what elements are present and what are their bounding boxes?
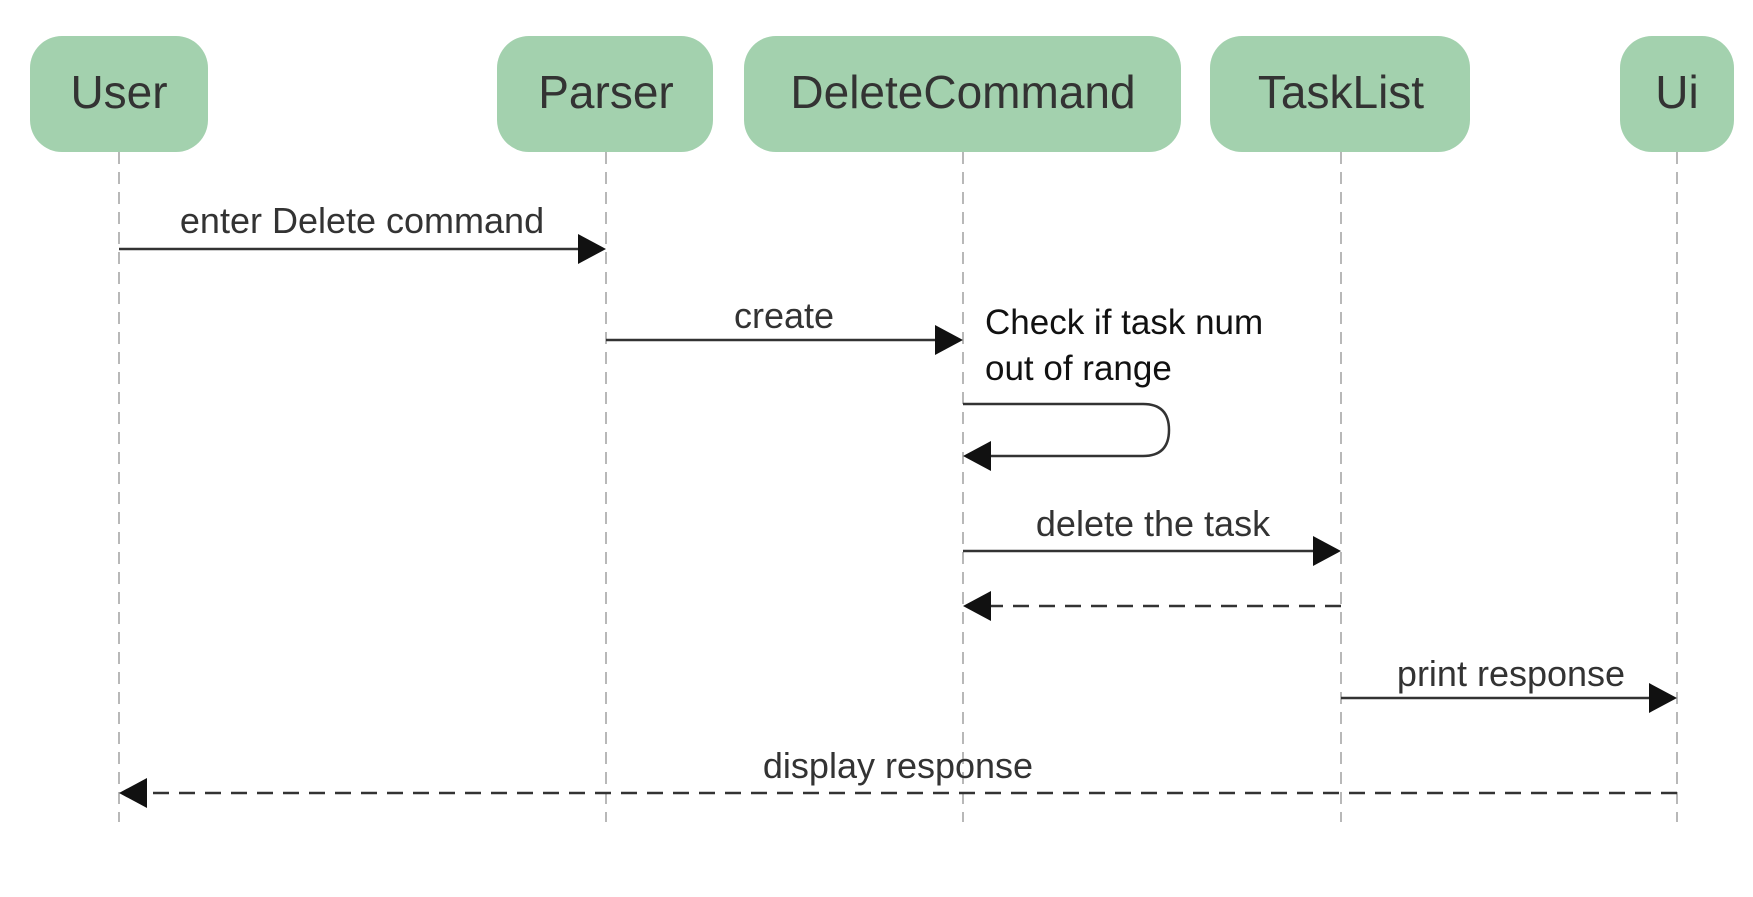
arrow-head [1313,536,1341,566]
note-line-1: Check if task num [985,303,1263,342]
participant-box [30,36,208,152]
message-label: create [734,295,834,336]
participant-box [1620,36,1734,152]
participant-label: DeleteCommand [790,66,1135,118]
participant-user: User [30,36,208,152]
message-create: create [606,295,963,355]
arrow-head [1649,683,1677,713]
note-check-range: Check if task num out of range [985,303,1263,388]
arrow-head [963,441,991,471]
note-line-2: out of range [985,349,1172,388]
participant-tasklist: TaskList [1210,36,1470,152]
arrow-head [119,778,147,808]
message-return-tasklist [963,591,1341,621]
lifelines [118,152,1678,822]
arrow-head [935,325,963,355]
message-label: print response [1397,653,1625,694]
participant-label: Ui [1655,66,1698,118]
participant-label: TaskList [1258,66,1424,118]
participant-parser: Parser [497,36,713,152]
arrow-head [578,234,606,264]
arrow-head [963,591,991,621]
participant-label: User [70,66,167,118]
message-delete-the-task: delete the task [963,503,1341,566]
message-enter-delete-command: enter Delete command [119,200,606,264]
participant-label: Parser [538,66,673,118]
message-display-response: display response [119,745,1677,808]
message-label: display response [763,745,1033,786]
participant-ui: Ui [1620,36,1734,152]
message-print-response: print response [1341,653,1677,713]
message-label: enter Delete command [180,200,544,241]
participant-box [744,36,1181,152]
participant-box [497,36,713,152]
message-self-check [963,402,1171,471]
participant-box [1210,36,1470,152]
participant-deletecommand: DeleteCommand [744,36,1181,152]
message-label: delete the task [1036,503,1271,544]
self-message-path [963,402,1171,458]
